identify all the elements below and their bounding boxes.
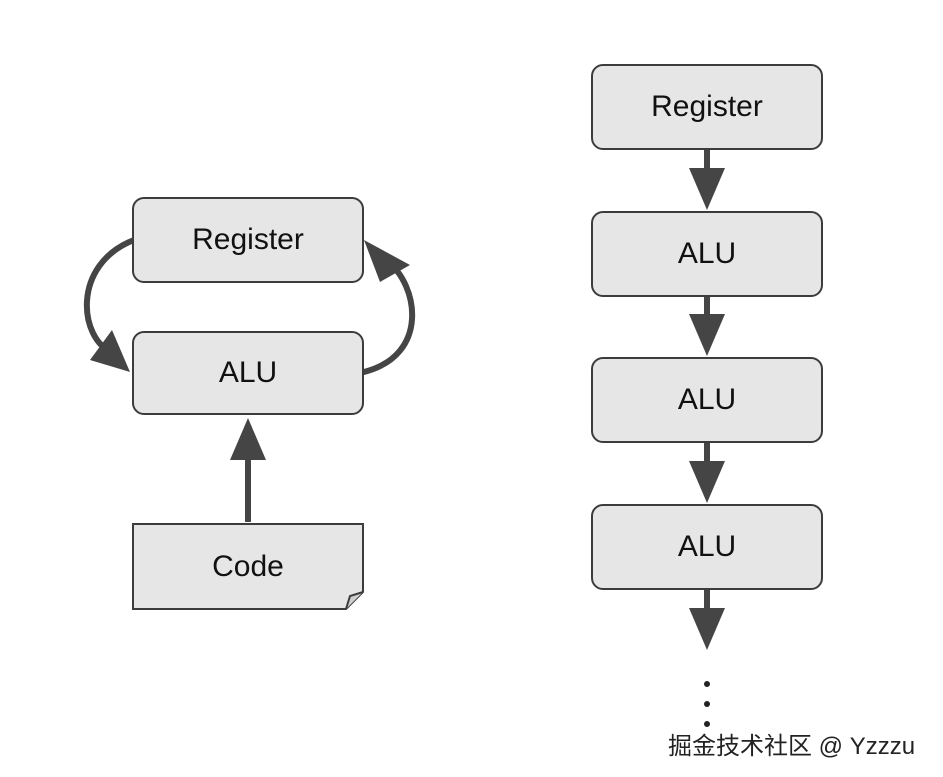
right-alu-box-1: ALU [591,211,823,297]
code-label: Code [212,549,284,583]
right-alu-box-2: ALU [591,357,823,443]
code-document-fold [345,591,364,610]
chain-arrow-3-head [689,461,725,503]
watermark-text: 掘金技术社区 @ Yzzzu [668,733,916,760]
right-alu-box-3: ALU [591,504,823,590]
chain-arrow-2-head [689,314,725,356]
right-alu-label-3: ALU [677,530,737,563]
ellipsis-dot-3 [704,721,710,727]
ellipsis-dot-1 [704,681,710,687]
left-alu-label: ALU [218,356,278,389]
left-alu-box: ALU [132,331,364,415]
right-register-label: Register [651,90,763,123]
loop-arrowhead-up [364,240,410,282]
loop-arrow-alu-to-register [361,259,415,375]
ellipsis-dot-2 [704,701,710,707]
chain-arrow-1-head [689,168,725,210]
right-alu-label-2: ALU [677,383,737,416]
loop-arrowhead-down [90,330,130,372]
right-register-box: Register [591,64,823,150]
code-box: Code [133,524,363,609]
right-alu-label-1: ALU [677,237,737,270]
left-register-label: Register [192,223,304,256]
left-register-box: Register [132,197,364,283]
chain-arrow-4-head [689,608,725,650]
code-to-alu-arrowhead [230,418,266,460]
